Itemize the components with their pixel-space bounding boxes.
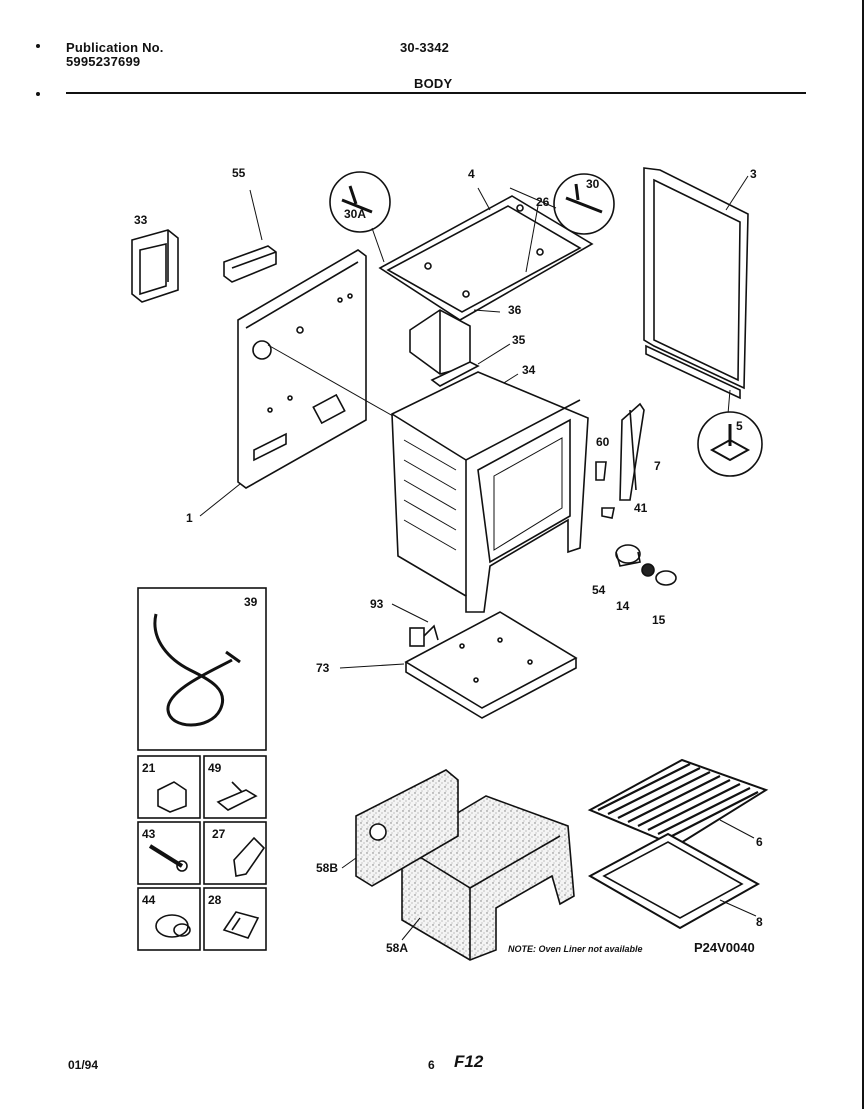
publication-number: 5995237699 <box>66 54 141 69</box>
part-label-39: 39 <box>244 595 258 609</box>
part-93-switch <box>391 603 439 647</box>
header-rule <box>66 92 806 94</box>
part-label-21: 21 <box>142 761 156 775</box>
part-60-pin <box>595 461 607 481</box>
part-label-34: 34 <box>522 363 536 377</box>
part-label-58b: 58B <box>316 861 339 875</box>
part-3-side-panel <box>643 167 749 415</box>
part-6-rack <box>587 758 769 848</box>
part-label-44: 44 <box>142 893 156 907</box>
part-label-14: 14 <box>616 599 630 613</box>
footer-date: 01/94 <box>68 1058 99 1072</box>
callout-5-circle <box>697 411 763 477</box>
oven-body <box>391 371 589 613</box>
part-41-clip <box>601 507 615 519</box>
part-35-strip <box>430 343 511 387</box>
part-label-33: 33 <box>134 213 148 227</box>
callout-30-circle <box>509 173 615 235</box>
oven-liner-note: NOTE: Oven Liner not available <box>508 944 643 954</box>
part-55-shape <box>223 189 277 283</box>
page-edge <box>862 0 864 1109</box>
part-label-28: 28 <box>208 893 222 907</box>
part-label-55: 55 <box>232 166 246 180</box>
part-label-7: 7 <box>654 459 661 473</box>
part-label-93: 93 <box>370 597 384 611</box>
part-label-6: 6 <box>756 835 763 849</box>
part-label-1: 1 <box>186 511 193 525</box>
part-label-36: 36 <box>508 303 522 317</box>
part-33-shape <box>131 229 179 303</box>
part-label-30: 30 <box>586 177 600 191</box>
part-15-knob <box>655 570 677 586</box>
part-label-54: 54 <box>592 583 606 597</box>
inset-box-27 <box>203 821 267 885</box>
part-54-sleeve <box>615 544 641 567</box>
part-73-bottom-plate <box>339 611 578 719</box>
part-label-49: 49 <box>208 761 222 775</box>
inset-box-43 <box>137 821 201 885</box>
margin-dot <box>36 44 40 48</box>
part-36-duct <box>409 309 501 375</box>
part-label-15: 15 <box>652 613 666 627</box>
footer-sheet: F12 <box>454 1052 484 1071</box>
part-14-nut <box>641 563 655 577</box>
figure-code: P24V0040 <box>694 940 755 955</box>
part-label-4: 4 <box>468 167 475 181</box>
inset-box-49 <box>203 755 267 819</box>
inset-box-21 <box>137 755 201 819</box>
part-7-bracket <box>619 402 645 501</box>
margin-dot <box>36 92 40 96</box>
part-label-43: 43 <box>142 827 156 841</box>
part-label-60: 60 <box>596 435 610 449</box>
inset-box-39 <box>137 587 267 751</box>
part-8-pan <box>587 832 761 930</box>
callout-30a-circle <box>329 171 391 263</box>
part-4-top-panel <box>378 187 594 321</box>
part-label-35: 35 <box>512 333 526 347</box>
section-title: BODY <box>414 76 453 91</box>
part-label-30a: 30A <box>344 207 367 221</box>
part-label-5: 5 <box>736 419 743 433</box>
part-label-26: 26 <box>536 195 550 209</box>
part-label-73: 73 <box>316 661 330 675</box>
inset-box-28 <box>203 887 267 951</box>
part-58b-panel <box>341 769 459 887</box>
doc-code: 30-3342 <box>400 40 450 55</box>
part-1-back-panel <box>199 249 401 517</box>
part-label-58a: 58A <box>386 941 409 955</box>
part-label-8: 8 <box>756 915 763 929</box>
publication-label: Publication No. <box>66 40 164 55</box>
part-label-41: 41 <box>634 501 648 515</box>
footer-page: 6 <box>428 1058 435 1072</box>
part-label-3: 3 <box>750 167 757 181</box>
inset-box-44 <box>137 887 201 951</box>
part-label-27: 27 <box>212 827 226 841</box>
